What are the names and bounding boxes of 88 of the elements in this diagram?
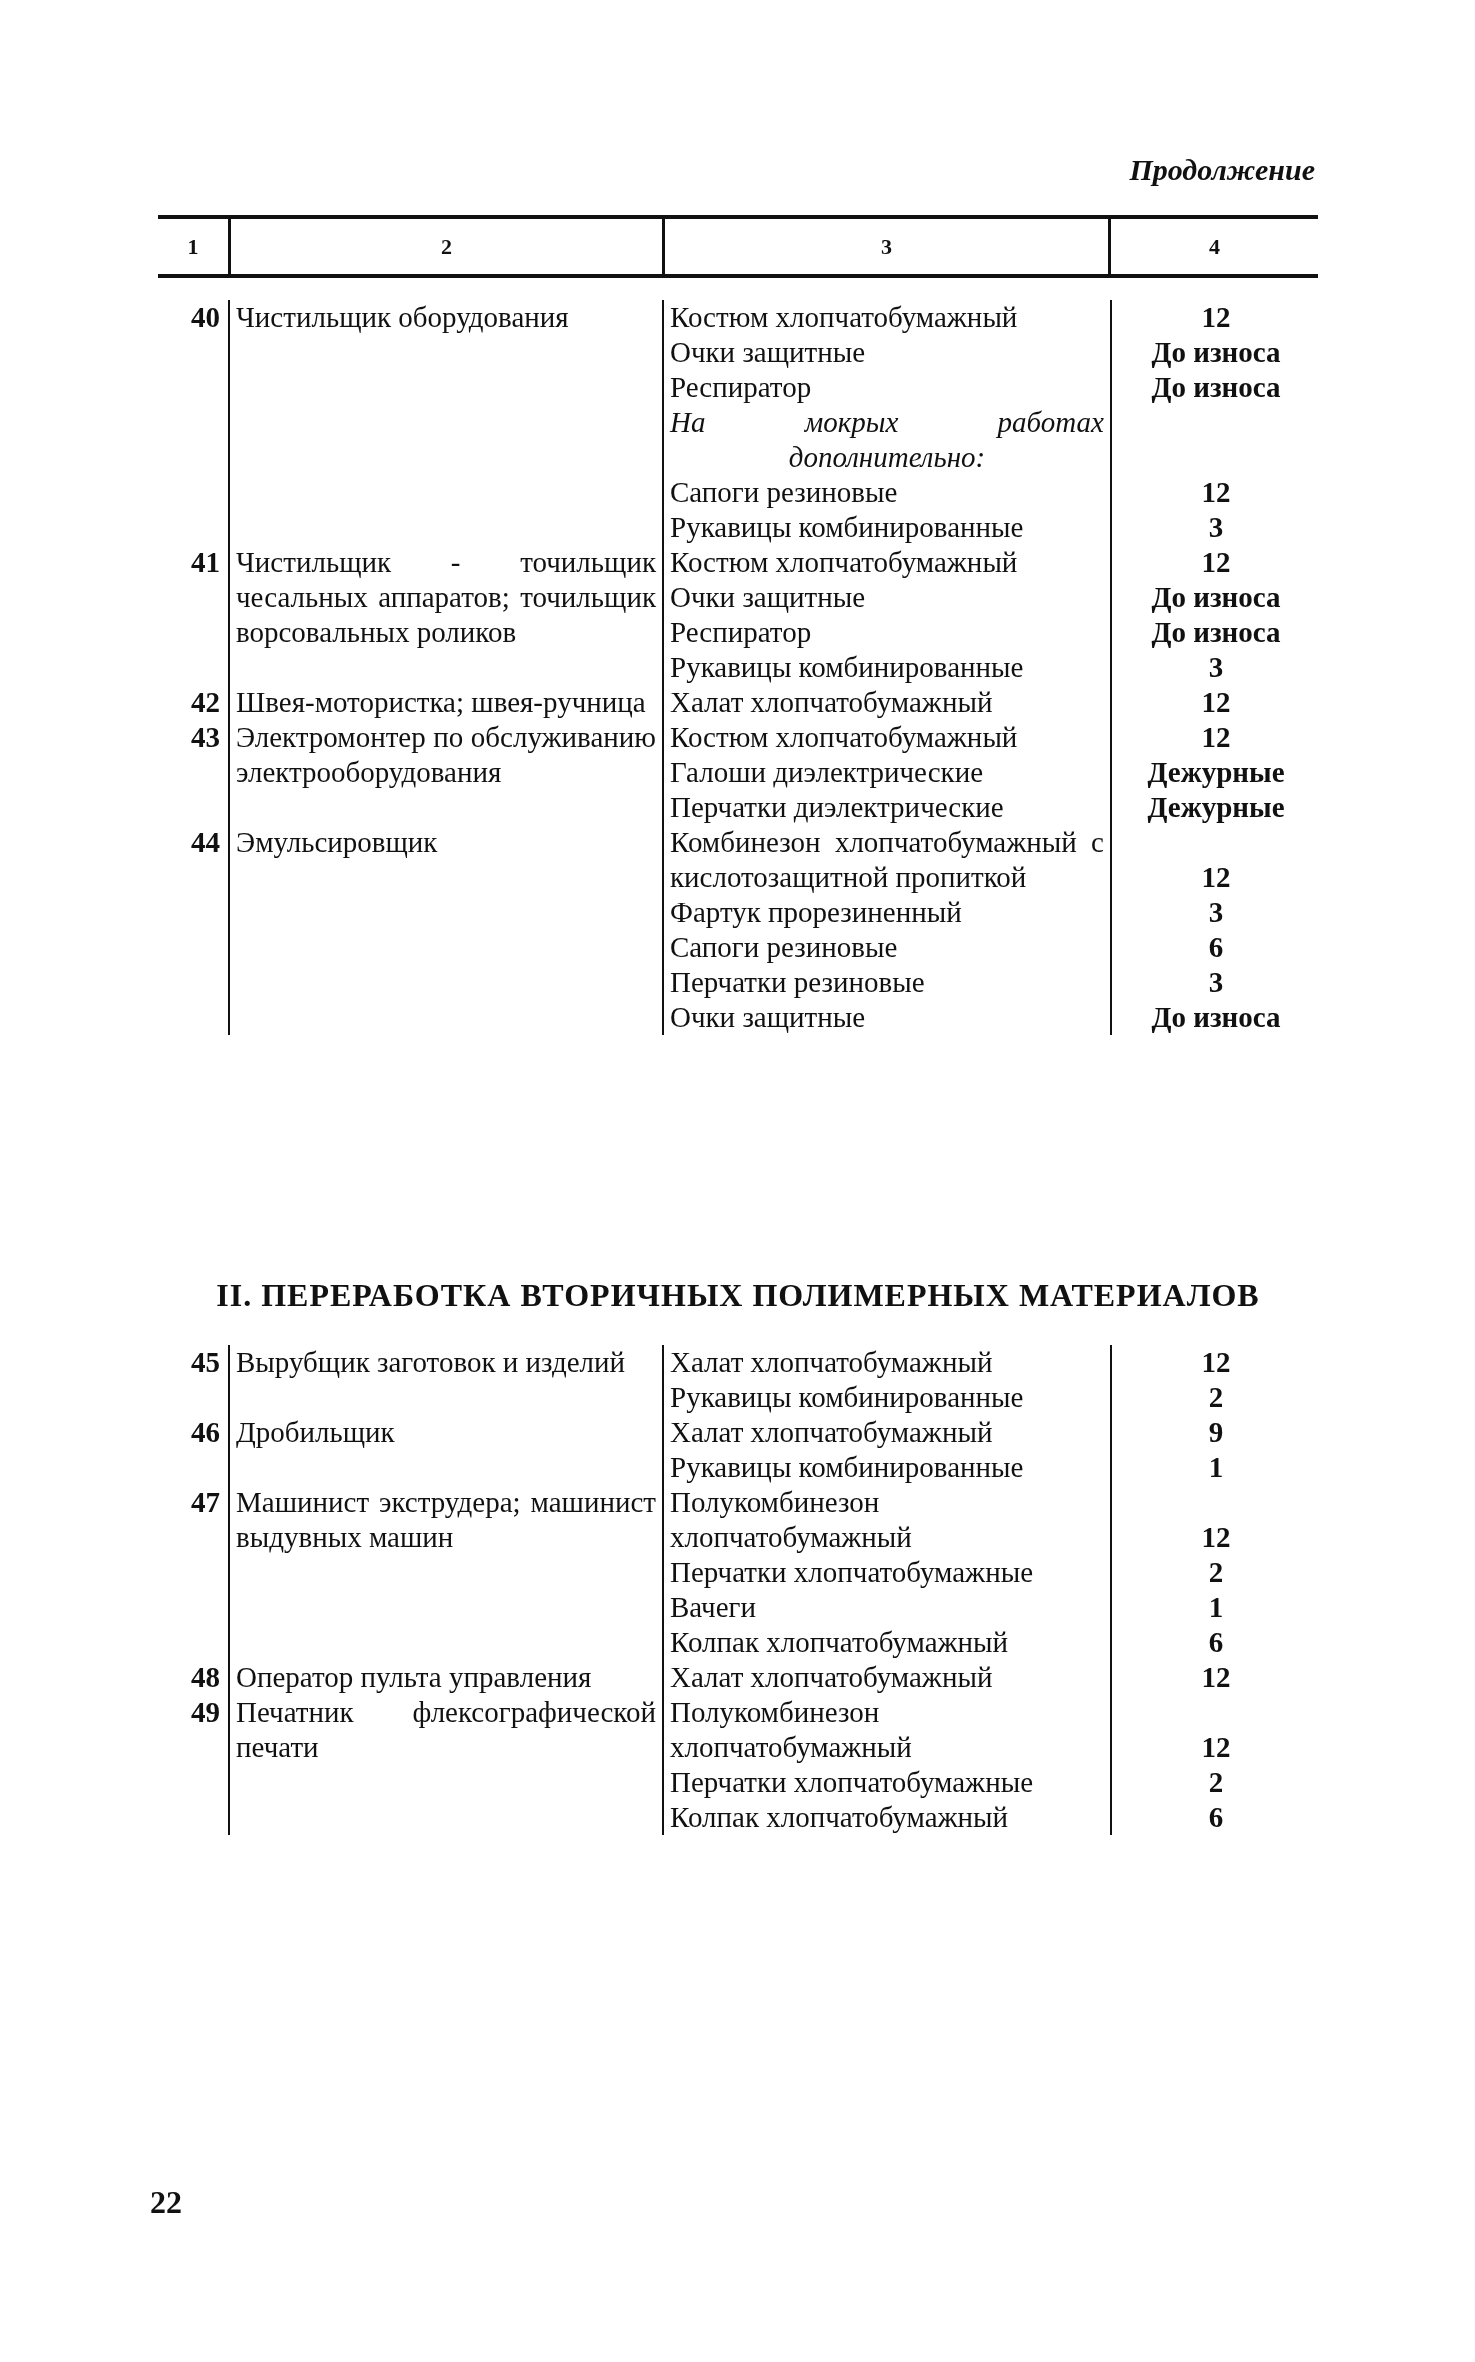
item-name: Перчатки диэлектрические: [669, 790, 1005, 825]
item-name: Костюм хлопчатобумажный: [669, 300, 1019, 335]
job-title: Вырубщик заготовок и изделий: [228, 1345, 662, 1415]
issue-period: 2: [1208, 1555, 1224, 1590]
job-title: Оператор пульта управления: [228, 1660, 662, 1695]
item-name: Респиратор: [669, 370, 813, 405]
row-number: 41: [190, 545, 221, 580]
issue-period: 12: [1201, 860, 1231, 895]
column-header: 2: [228, 219, 662, 274]
item-name: Сапоги резиновые: [669, 930, 899, 965]
section-heading: II. ПЕРЕРАБОТКА ВТОРИЧНЫХ ПОЛИМЕРНЫХ МАТЕРИАЛОВ: [215, 1278, 1261, 1313]
item-name: Рукавицы комбинированные: [669, 1450, 1025, 1485]
row-number: 42: [190, 685, 221, 720]
issue-period: Дежурные: [1147, 755, 1285, 790]
job-title: Чистильщик оборудования: [228, 300, 662, 545]
job-title: Эмульсировщик: [228, 825, 662, 1035]
column-header: 3: [662, 219, 1108, 274]
job-title: Печатник флексографической печати: [228, 1695, 662, 1835]
issue-period: 9: [1208, 1415, 1224, 1450]
item-name: Халат хлопчатобумажный: [669, 685, 994, 720]
item-name: Рукавицы комбинированные: [669, 510, 1025, 545]
continuation-label: Продолжение: [1128, 152, 1315, 187]
issue-period: 2: [1208, 1765, 1224, 1800]
job-title: Машинист экструдера; машинист выдувных машин: [228, 1485, 662, 1660]
row-number: 40: [190, 300, 221, 335]
issue-period: Дежурные: [1147, 790, 1285, 825]
item-name: Полукомбинезон хлопчатобумажный: [669, 1485, 913, 1555]
issue-period: 6: [1208, 1625, 1224, 1660]
item-name: Перчатки хлопчатобумажные: [669, 1765, 1035, 1800]
item-name: Респиратор: [669, 615, 813, 650]
row-number: 49: [190, 1695, 221, 1730]
column-header: 1: [186, 233, 200, 261]
issue-period: 12: [1201, 1730, 1231, 1765]
item-name: Колпак хлопчатобумажный: [669, 1800, 1010, 1835]
page-number: 22: [150, 2185, 182, 2220]
issue-period: 6: [1208, 1800, 1224, 1835]
job-title: Электромонтер по обслуживанию электрооборудования: [228, 720, 662, 825]
issue-period: 12: [1201, 720, 1231, 755]
row-number: 46: [190, 1415, 221, 1450]
item-name: Очки защитные: [669, 580, 867, 615]
issue-period: 12: [1201, 1345, 1231, 1380]
issue-period: 6: [1208, 930, 1224, 965]
column-header: 4: [1108, 219, 1318, 274]
note: На мокрых работах дополнительно:: [668, 405, 1105, 475]
issue-period: 12: [1201, 1660, 1231, 1695]
item-name: Вачеги: [669, 1590, 757, 1625]
row-number: 43: [190, 720, 221, 755]
issue-period: 12: [1201, 1520, 1231, 1555]
issue-period: 1: [1208, 1450, 1224, 1485]
item-name: Рукавицы комбинированные: [669, 650, 1025, 685]
item-name: Костюм хлопчатобумажный: [669, 720, 1019, 755]
item-name: Перчатки хлопчатобумажные: [669, 1555, 1035, 1590]
job-title: Швея-мотористка; швея-ручница: [228, 685, 662, 720]
item-name: Колпак хлопчатобумажный: [669, 1625, 1010, 1660]
item-name: Комбинезон хлопчатобумажный с кислотозащитной пропиткой: [669, 825, 1105, 895]
item-name: Сапоги резиновые: [669, 475, 899, 510]
issue-period: 3: [1208, 895, 1224, 930]
row-number: 47: [190, 1485, 221, 1520]
issue-period: До износа: [1151, 615, 1281, 650]
issue-period: 3: [1208, 965, 1224, 1000]
issue-period: 12: [1201, 685, 1231, 720]
item-name: Халат хлопчатобумажный: [669, 1660, 994, 1695]
row-number: 48: [190, 1660, 221, 1695]
item-name: Очки защитные: [669, 1000, 867, 1035]
job-title: Чистильщик - точильщик чесальных аппаратов; точильщик ворсовальных роликов: [228, 545, 662, 685]
item-name: Халат хлопчатобумажный: [669, 1415, 994, 1450]
item-name: Костюм хлопчатобумажный: [669, 545, 1019, 580]
item-name: Фартук прорезиненный: [669, 895, 963, 930]
issue-period: 3: [1208, 510, 1224, 545]
issue-period: До износа: [1151, 370, 1281, 405]
item-name: Полукомбинезон хлопчатобумажный: [669, 1695, 913, 1765]
item-name: Перчатки резиновые: [669, 965, 926, 1000]
row-number: 44: [190, 825, 221, 860]
item-name: Галоши диэлектрические: [669, 755, 985, 790]
job-title: Дробильщик: [228, 1415, 662, 1485]
issue-period: 2: [1208, 1380, 1224, 1415]
item-name: Рукавицы комбинированные: [669, 1380, 1025, 1415]
issue-period: 12: [1201, 475, 1231, 510]
issue-period: 12: [1201, 545, 1231, 580]
issue-period: 12: [1201, 300, 1231, 335]
issue-period: 1: [1208, 1590, 1224, 1625]
issue-period: До износа: [1151, 335, 1281, 370]
item-name: Халат хлопчатобумажный: [669, 1345, 994, 1380]
row-number: 45: [190, 1345, 221, 1380]
issue-period: 3: [1208, 650, 1224, 685]
item-name: Очки защитные: [669, 335, 867, 370]
issue-period: До износа: [1151, 1000, 1281, 1035]
issue-period: До износа: [1151, 580, 1281, 615]
